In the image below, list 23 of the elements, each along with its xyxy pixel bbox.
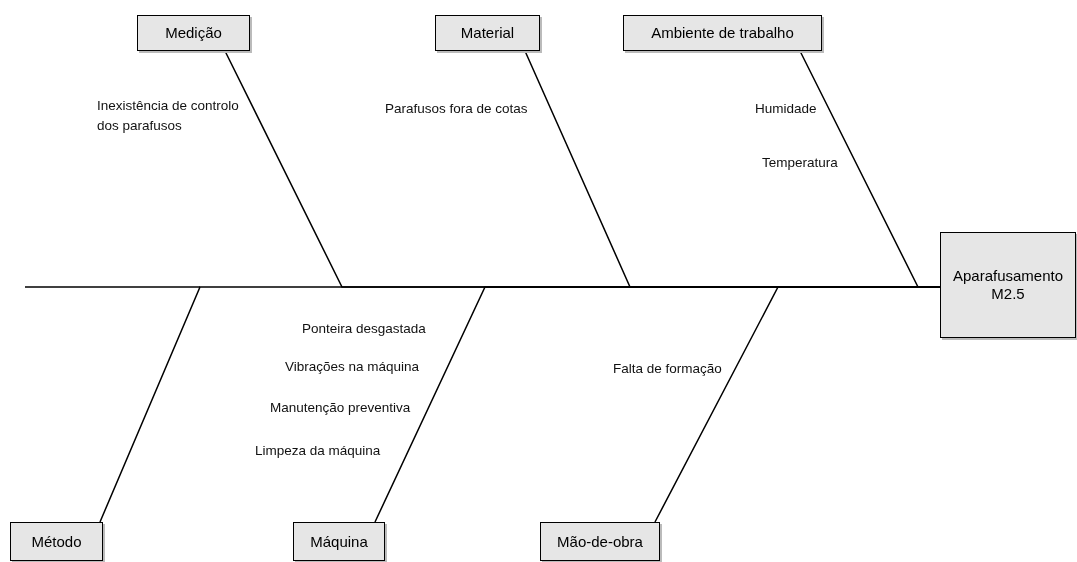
category-box (623, 15, 822, 51)
cause-label: Humidade (755, 100, 818, 118)
cause-label: Parafusos fora de cotas (385, 100, 529, 118)
cause-label: Temperatura (762, 154, 839, 172)
cause-label: Manutenção preventiva (270, 399, 412, 417)
category-label: Mão-de-obra (557, 532, 643, 551)
effect-box (940, 232, 1076, 338)
category-box (293, 522, 385, 561)
category-label: Ambiente de trabalho (651, 24, 794, 42)
category-label: Método (31, 532, 82, 551)
cause-label: Falta de formação (613, 360, 723, 378)
category-label: Máquina (310, 532, 368, 551)
category-label: Medição (165, 24, 222, 42)
cause-label: Ponteira desgastada (302, 320, 427, 338)
category-box (435, 15, 540, 51)
cause-label: Inexistência de controlo dos parafusos (97, 97, 240, 136)
category-box (540, 522, 660, 561)
category-label: Material (460, 24, 515, 42)
category-box (10, 522, 103, 561)
effect-label: Aparafusamento M2.5 (951, 267, 1065, 303)
category-box (137, 15, 250, 51)
cause-label: Vibrações na máquina (285, 358, 421, 376)
cause-label: Limpeza da máquina (255, 442, 382, 460)
